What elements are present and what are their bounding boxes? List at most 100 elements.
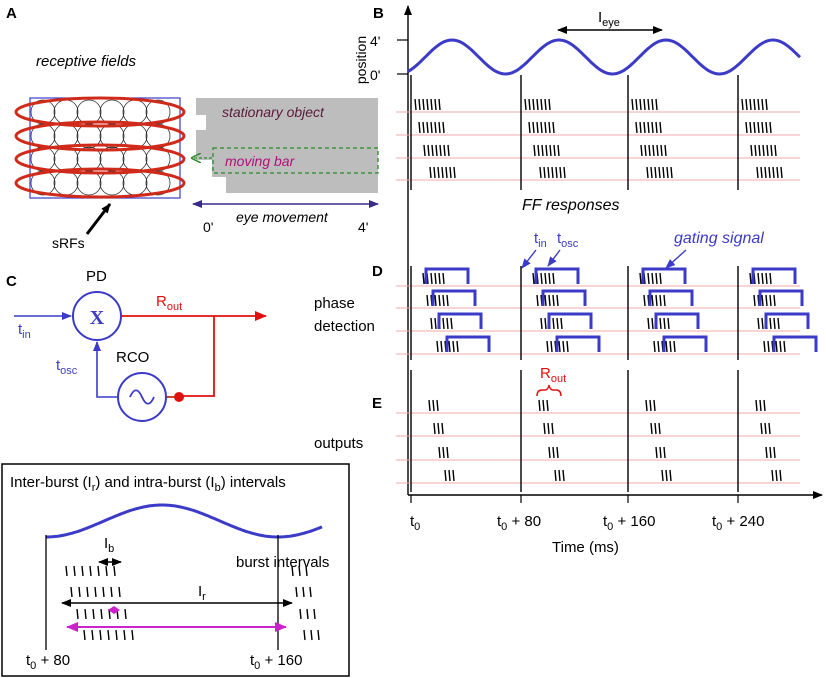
inset-spike [310, 629, 313, 641]
eye-movement-end: 4' [358, 219, 368, 235]
ff-spike [774, 144, 777, 157]
output-spike [659, 446, 662, 459]
ff-spike [655, 121, 658, 134]
panel-d: D tin tosc gating signal phase detection [314, 230, 764, 335]
ff-spike [422, 121, 425, 134]
ff-spike [757, 121, 760, 134]
ff-spike [757, 98, 760, 111]
output-spike [538, 399, 541, 412]
pd-spike [757, 317, 760, 330]
pd-spike [552, 294, 555, 307]
ff-spike [551, 166, 554, 179]
receptive-fields-title: receptive fields [36, 53, 137, 70]
ff-spike [753, 121, 756, 134]
pd-spike [532, 272, 535, 285]
ff-spike [776, 166, 779, 179]
pd-label: PD [86, 268, 107, 285]
output-spike [554, 469, 557, 482]
output-spike [428, 399, 431, 412]
receptive-field-circle [122, 99, 148, 125]
ff-spike [540, 121, 543, 134]
panel-label-b: B [373, 5, 384, 22]
pd-spike [566, 340, 569, 353]
receptive-field-circle [99, 123, 125, 149]
output-spike [551, 422, 554, 435]
receptive-field-circle [53, 170, 79, 196]
receptive-field-circle [122, 170, 148, 196]
ff-spike [422, 98, 425, 111]
output-spike [769, 446, 772, 459]
ff-spike [438, 98, 441, 111]
pd-spike [665, 340, 668, 353]
inset-spike [81, 565, 84, 577]
eye-position-trace [407, 38, 802, 76]
ff-spike [768, 166, 771, 179]
ff-spike [438, 121, 441, 134]
ff-spike [770, 144, 773, 157]
burst-intervals-label: burst intervals [236, 554, 329, 571]
pd-spike [548, 294, 551, 307]
ff-spike [418, 98, 421, 111]
pd-spike [456, 340, 459, 353]
ff-spike [647, 121, 650, 134]
inset-spike [123, 629, 126, 641]
receptive-field-circle [99, 170, 125, 196]
ff-spike [548, 98, 551, 111]
pd-spike [773, 317, 776, 330]
pd-spike [643, 294, 646, 307]
ff-spike [631, 98, 634, 111]
output-spike [547, 422, 550, 435]
ff-spike [660, 144, 663, 157]
pd-spike [442, 272, 445, 285]
ff-spike [541, 144, 544, 157]
pd-spike [430, 317, 433, 330]
pd-spike [438, 294, 441, 307]
pd-spike [440, 340, 443, 353]
pd-spike [450, 317, 453, 330]
position-axis-label: position [353, 36, 369, 84]
ff-spike [648, 144, 651, 157]
inset-spike [303, 629, 306, 641]
inset-spike [113, 565, 116, 577]
pd-spike [659, 317, 662, 330]
ff-spike [756, 166, 759, 179]
ff-spike [557, 144, 560, 157]
rout-output-label: Rout [156, 293, 182, 313]
ff-spike [536, 121, 539, 134]
inset-spike [124, 608, 127, 620]
srf-ellipses [14, 96, 186, 199]
ff-spike [548, 121, 551, 134]
output-spike [663, 446, 666, 459]
ff-spike [536, 98, 539, 111]
ff-spike [563, 166, 566, 179]
receptive-field-circle [30, 170, 56, 196]
ff-spike [537, 144, 540, 157]
ff-spike [643, 98, 646, 111]
ff-spike [555, 166, 558, 179]
output-spike [760, 422, 763, 435]
pd-spike [647, 272, 650, 285]
gating-signal [437, 312, 483, 329]
srfs-label: sRFs [52, 235, 85, 251]
tick-label-4: 4' [370, 33, 380, 49]
ff-spike [435, 144, 438, 157]
output-spike [546, 399, 549, 412]
ff-spike [765, 121, 768, 134]
output-spike [763, 399, 766, 412]
output-spike [556, 446, 559, 459]
pd-spike [436, 340, 439, 353]
gating-signal [758, 289, 804, 306]
tin-arrow [521, 249, 537, 269]
phase-label: phase [314, 295, 355, 312]
stationary-object-label: stationary object [222, 104, 325, 120]
ff-spike [449, 166, 452, 179]
inset-spike [309, 586, 312, 598]
tosc-feedback-arrow [93, 341, 118, 398]
inset-spike [118, 586, 121, 598]
time-axis-label: Time (ms) [552, 539, 619, 556]
pd-spike [438, 272, 441, 285]
output-spike [548, 446, 551, 459]
output-spike [452, 469, 455, 482]
outputs-label: outputs [314, 435, 363, 452]
tosc-arrow [547, 249, 561, 267]
